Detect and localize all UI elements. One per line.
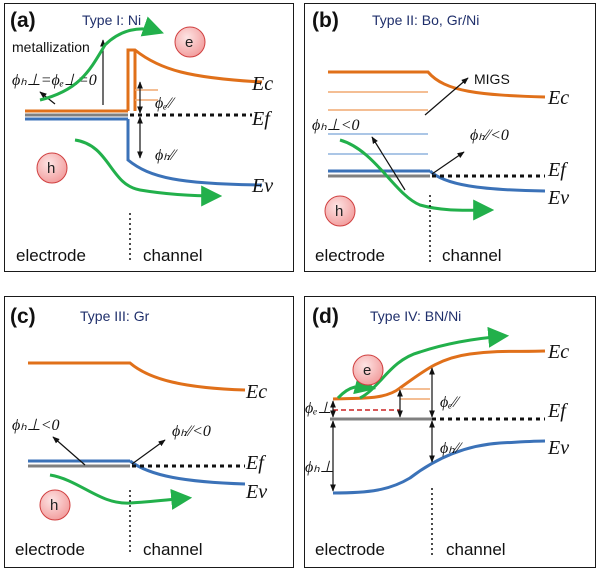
phi-h-parallel-a: ϕₕ∕∕ [155,147,178,164]
hole-label-c: h [50,497,58,514]
hole-circle-b [324,195,356,227]
hole-label-b: h [335,203,343,220]
ev-label-b: Ev [547,187,569,209]
panel-b-content: (b) Type II: Bo, Gr/Ni MIGS ϕₕ⊥<0 ϕₕ∕∕<0… [312,9,569,265]
electron-path-a [39,16,164,102]
ef-label-b: Ef [547,159,568,181]
panel-b-label: (b) [312,9,339,32]
migs-label: MIGS [474,71,510,87]
channel-label-d: channel [446,540,506,559]
hole-circle-a [36,152,68,184]
panel-d [304,296,596,568]
metallization-label: metallization [12,39,90,55]
hole-path-c [49,473,193,510]
electron-circle-d [352,354,384,386]
valence-band-d [332,439,546,495]
panel-b [304,3,596,272]
ec-label-b: Ec [547,87,569,109]
ef-label-c: Ef [245,452,266,474]
phi-e-parallel-d: ϕₑ∕∕ [440,394,461,411]
electron-label-a: e [185,34,193,51]
channel-label-a: channel [143,246,203,265]
conduction-band-b [328,70,546,99]
hole-path-b [339,138,495,221]
ec-label-d: Ec [547,341,569,363]
ev-label-a: Ev [251,175,273,197]
electrode-label-a: electrode [16,246,86,265]
phi-h-vertical-b: ϕₕ⊥<0 [312,117,359,134]
electrode-label-c: electrode [15,540,85,559]
ev-label-c: Ev [245,481,267,503]
electrode-label-b: electrode [315,246,385,265]
ef-label-a: Ef [251,108,272,130]
channel-label-b: channel [442,246,502,265]
panel-a-content: (a) Type I: Ni metallization ϕₕ⊥=ϕₑ⊥=0 ϕ… [10,9,273,265]
panel-d-label: (d) [312,305,339,328]
electrode-label-d: electrode [315,540,385,559]
ec-label-c: Ec [245,381,267,403]
panel-a-title: Type I: Ni [82,12,141,28]
phi-h-parallel-d: ϕₕ∕∕ [440,440,463,457]
panel-a-label: (a) [10,9,36,32]
panel-a [4,3,294,272]
panel-b-title: Type II: Bo, Gr/Ni [372,12,479,28]
panel-c-title: Type III: Gr [80,308,150,324]
phi-h-vertical-c: ϕₕ⊥<0 [12,417,59,434]
valence-band-a [126,119,263,187]
panel-c [4,296,294,568]
hole-circle-c [39,489,71,521]
panel-c-content: (c) Type III: Gr ϕₕ⊥<0 ϕₕ∕∕<0 h Ec Ef Ev… [10,305,267,559]
ef-label-d: Ef [547,400,568,422]
panel-d-title: Type IV: BN/Ni [370,308,461,324]
panel-c-label: (c) [10,305,36,328]
valence-band-b [428,169,546,193]
electron-path-d [359,326,510,400]
conduction-band-c [28,361,246,392]
channel-label-c: channel [143,540,203,559]
phi-h-vertical-d: ϕₕ⊥ [305,459,334,476]
electron-label-d: e [363,362,371,379]
conduction-band-a [126,48,263,111]
phi-h-parallel-b: ϕₕ∕∕<0 [470,127,509,144]
hole-label-a: h [47,160,55,177]
valence-band-c [129,459,246,486]
electron-circle-a [174,26,206,58]
hole-path-a [74,138,223,207]
ev-label-d: Ev [547,437,569,459]
phi-e-parallel-a: ϕₑ∕∕ [155,95,176,112]
ec-label-a: Ec [251,73,273,95]
phi-h-parallel-c: ϕₕ∕∕<0 [172,423,211,440]
panel-d-content: (d) Type IV: BN/Ni ϕₑ⊥ ϕₕ⊥ ϕₑ∕∕ ϕₕ∕∕ e E… [305,305,569,559]
conduction-band-d [332,349,546,401]
phi-e-vertical-d: ϕₑ⊥ [305,400,331,417]
